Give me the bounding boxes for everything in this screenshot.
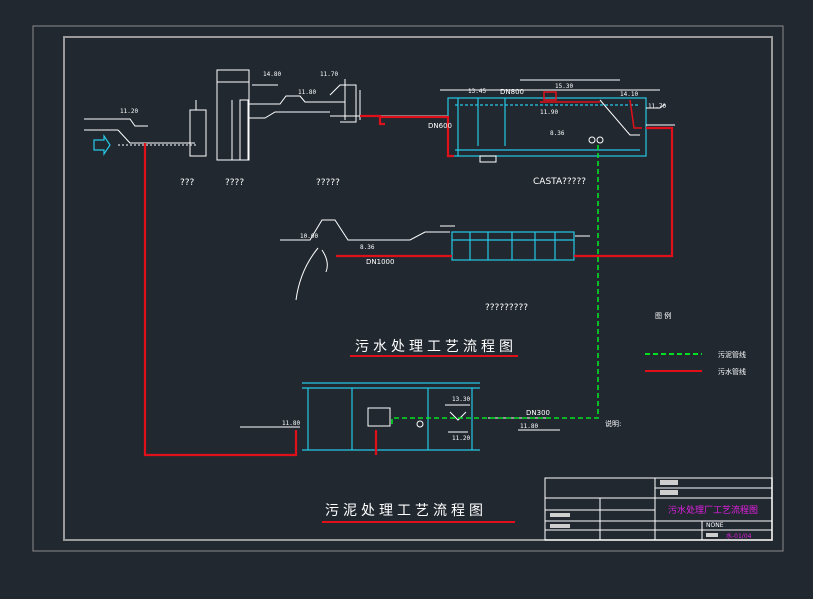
label-q1: ??? <box>180 178 195 188</box>
label-q3: ????? <box>316 178 340 188</box>
titles: 污水处理工艺流程图 污泥处理工艺流程图 <box>325 339 517 519</box>
tank-red-interior <box>540 91 642 129</box>
title-block-text: 污水处理厂工艺流程图 NONE 水-01/04 <box>668 504 758 540</box>
scale-value: NONE <box>706 522 724 529</box>
legend-label-wastewater: 污水管线 <box>718 367 746 376</box>
sludge-process-section <box>302 382 480 451</box>
legend <box>645 353 702 372</box>
elev-3: 11.80 <box>298 89 316 96</box>
label-dn800: DN800 <box>500 88 524 96</box>
elev-8: 11.70 <box>648 103 666 110</box>
drawing-title: 污水处理厂工艺流程图 <box>668 504 758 516</box>
elev-12: 8.36 <box>360 244 375 251</box>
label-dn600: DN600 <box>428 122 452 130</box>
elev-13: 13.30 <box>452 396 470 403</box>
middle-process-section <box>280 219 590 301</box>
elev-4: 11.70 <box>320 71 338 78</box>
inlet-arrow-icon <box>93 134 111 156</box>
legend-label-sludge: 污泥管线 <box>718 350 746 359</box>
title-block <box>544 477 773 541</box>
wastewater-title: 污水处理工艺流程图 <box>355 339 517 355</box>
label-dn1000: DN1000 <box>366 258 394 266</box>
sludge-pipes <box>391 145 599 424</box>
sheet-number: 水-01/04 <box>726 532 752 540</box>
elev-15: 11.80 <box>520 423 538 430</box>
middle-tank <box>451 231 575 261</box>
elev-9: 11.90 <box>540 109 558 116</box>
elev-14: 11.80 <box>282 420 300 427</box>
elev-1: 11.20 <box>120 108 138 115</box>
elev-2: 14.80 <box>263 71 281 78</box>
label-q4: CASTA????? <box>533 177 586 187</box>
legend-header: 图 例 <box>655 311 671 320</box>
sludge-title: 污泥处理工艺流程图 <box>325 503 487 519</box>
top-process-section <box>84 69 448 161</box>
elevation-labels: 11.20 14.80 11.80 11.70 13.45 15.30 14.1… <box>120 71 666 442</box>
label-q2: ???? <box>225 178 244 188</box>
elev-7: 14.10 <box>620 91 638 98</box>
notes-header: 说明: <box>605 419 621 428</box>
elev-11: 10.00 <box>300 233 318 240</box>
outer-border <box>32 25 784 552</box>
label-dn300: DN300 <box>526 409 550 417</box>
titleblock-cell-fills <box>550 480 718 537</box>
sludge-white-details <box>240 404 560 433</box>
cast-tank <box>447 97 647 157</box>
top-right-white-details <box>440 79 675 163</box>
top-text-labels: ??? ???? ????? CASTA????? DN600 DN800 DN… <box>180 88 586 417</box>
elev-10: 8.36 <box>550 130 565 137</box>
wastewater-pipes <box>143 114 674 457</box>
label-q5: ????????? <box>485 303 528 313</box>
elev-6: 15.30 <box>555 83 573 90</box>
elev-16: 11.20 <box>452 435 470 442</box>
legend-text: 图 例 污泥管线 污水管线 说明: <box>605 311 746 428</box>
inner-border <box>63 36 773 541</box>
elev-5: 13.45 <box>468 88 486 95</box>
